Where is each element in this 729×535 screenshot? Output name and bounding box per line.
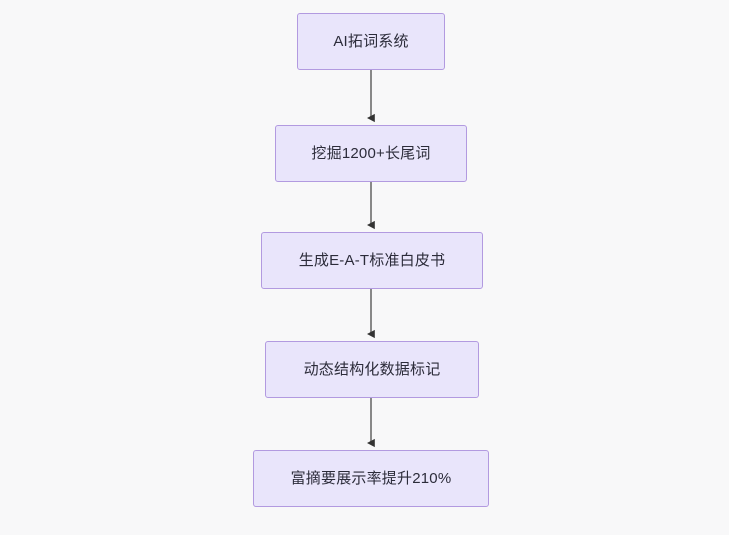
flow-node-label: 富摘要展示率提升210%	[290, 469, 452, 487]
flow-node-rich-snippet-rate-increase[interactable]: 富摘要展示率提升210%	[253, 450, 489, 507]
flow-node-label: 动态结构化数据标记	[303, 360, 441, 378]
flow-node-mine-longtail-keywords[interactable]: 挖掘1200+长尾词	[275, 125, 467, 182]
flow-node-generate-eat-whitepaper[interactable]: 生成E-A-T标准白皮书	[261, 232, 483, 289]
flow-node-label: 挖掘1200+长尾词	[311, 144, 431, 162]
flow-node-label: AI拓词系统	[333, 32, 409, 50]
flow-node-label: 生成E-A-T标准白皮书	[298, 251, 446, 269]
flow-node-dynamic-structured-data-markup[interactable]: 动态结构化数据标记	[265, 341, 479, 398]
flow-node-ai-keyword-system[interactable]: AI拓词系统	[297, 13, 445, 70]
